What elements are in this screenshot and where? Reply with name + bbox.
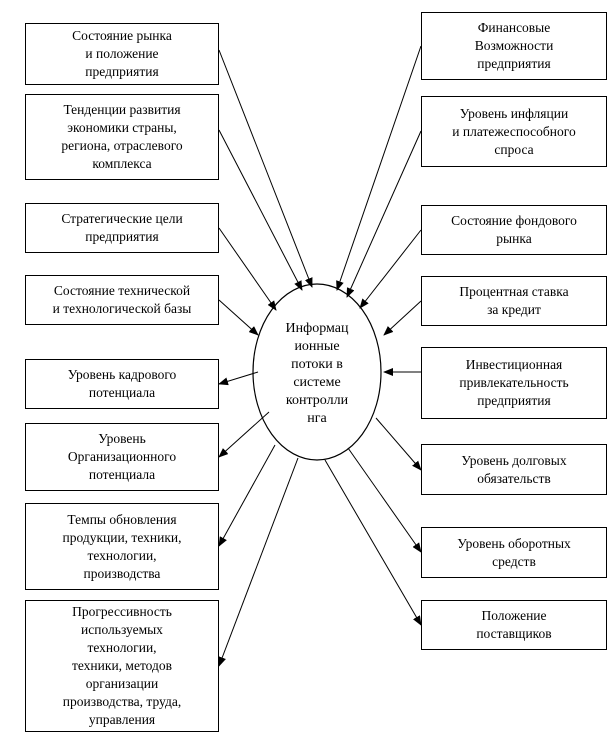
connector-arrow-5 bbox=[218, 371, 259, 386]
left-box-technical-base: Состояние технической и технологической … bbox=[25, 275, 219, 325]
connector-arrow-8 bbox=[218, 457, 299, 667]
left-box-renewal-rates: Темпы обновления продукции, техники, тех… bbox=[25, 503, 219, 590]
arrow-group bbox=[218, 45, 422, 667]
connector-arrow-4 bbox=[218, 299, 259, 336]
connector-arrow-6 bbox=[218, 411, 270, 458]
left-box-organizational-potential: Уровень Организационного потенциала bbox=[25, 423, 219, 491]
left-box-economy-trends: Тенденции развития экономики страны, рег… bbox=[25, 94, 219, 180]
connector-arrow-3 bbox=[218, 227, 277, 311]
left-box-progressiveness: Прогрессивность используемых технологии,… bbox=[25, 600, 219, 732]
connector-arrow-9 bbox=[336, 45, 422, 291]
right-box-investment-attractiveness: Инвестиционная привлекательность предпри… bbox=[421, 347, 607, 419]
connector-arrow-15 bbox=[347, 447, 422, 553]
connector-arrow-2 bbox=[218, 129, 303, 291]
center-ellipse bbox=[252, 283, 382, 461]
left-box-market-state: Состояние рынка и положение предприятия bbox=[25, 23, 219, 85]
right-box-interest-rate: Процентная ставка за кредит bbox=[421, 276, 607, 326]
connector-arrow-1 bbox=[218, 49, 313, 288]
connector-arrow-12 bbox=[383, 300, 422, 336]
right-box-stock-market: Состояние фондового рынка bbox=[421, 205, 607, 255]
connector-arrow-14 bbox=[375, 417, 422, 471]
left-box-strategic-goals: Стратегические цели предприятия bbox=[25, 203, 219, 253]
right-box-working-capital: Уровень оборотных средств bbox=[421, 527, 607, 578]
right-box-suppliers: Положение поставщиков bbox=[421, 600, 607, 650]
center-label: Информац ионные потоки в системе контрол… bbox=[285, 321, 349, 426]
connector-arrow-16 bbox=[324, 459, 422, 626]
connector-arrow-7 bbox=[218, 444, 276, 547]
connector-arrow-10 bbox=[346, 130, 422, 298]
left-box-personnel-potential: Уровень кадрового потенциала bbox=[25, 359, 219, 409]
right-box-debt-obligations: Уровень долговых обязательств bbox=[421, 444, 607, 495]
right-box-financial-capabilities: Финансовые Возможности предприятия bbox=[421, 12, 607, 80]
connector-arrow-11 bbox=[359, 229, 422, 309]
right-box-inflation-level: Уровень инфляции и платежеспособного спр… bbox=[421, 96, 607, 167]
